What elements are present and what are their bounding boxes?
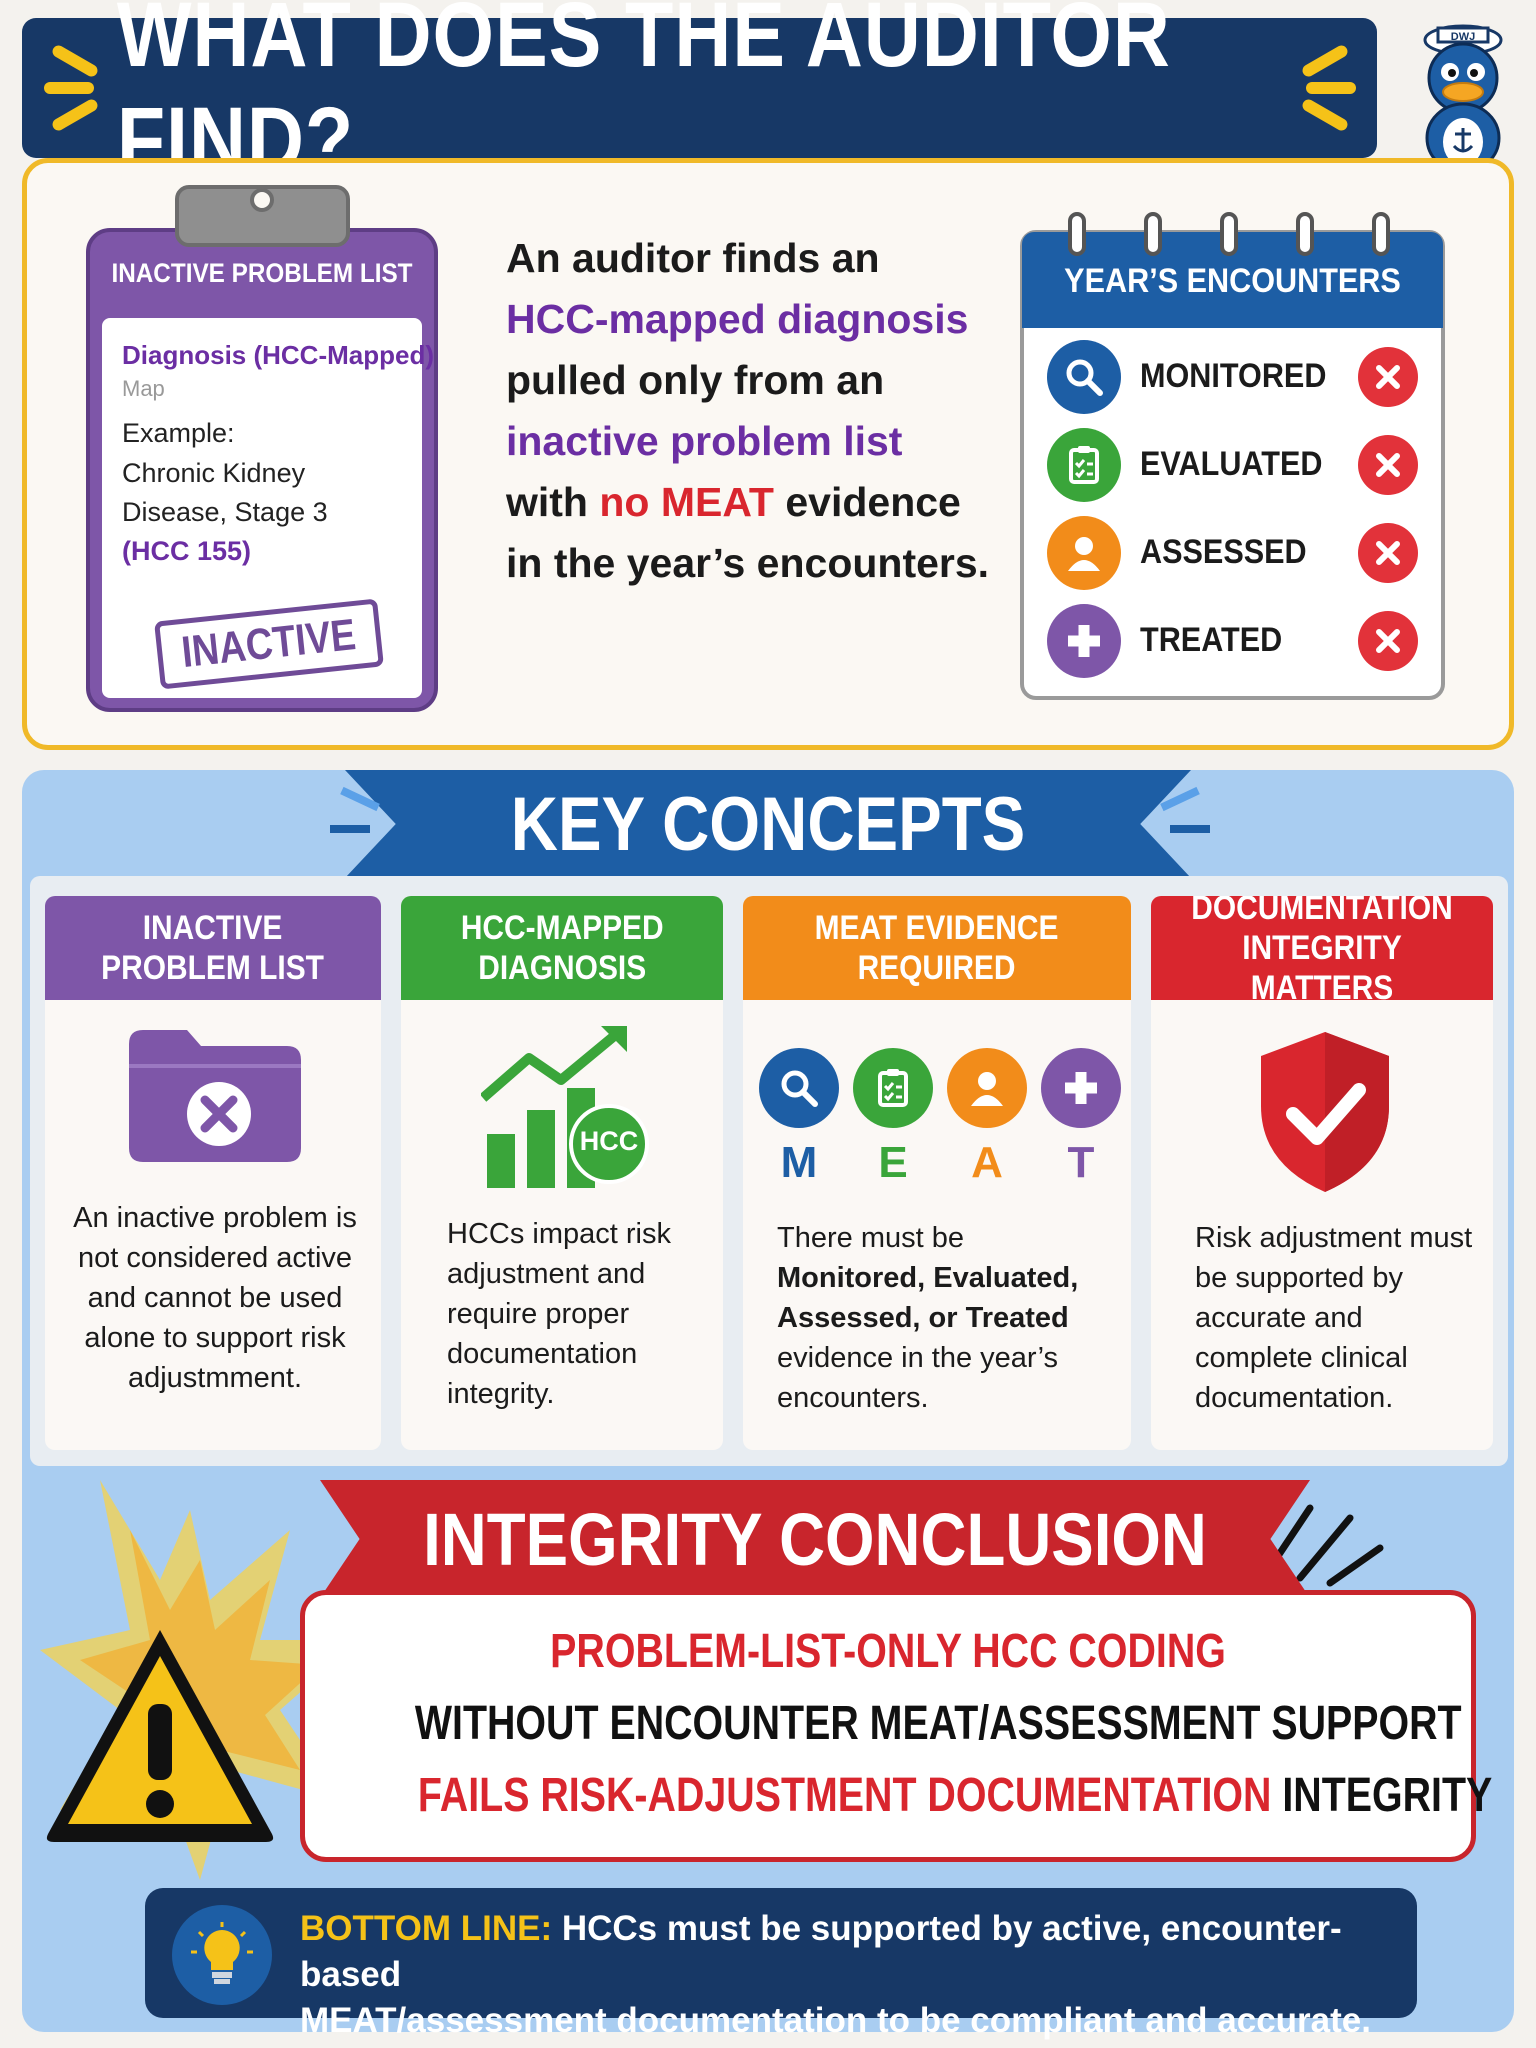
concept-card-text: HCCs impact risk adjustment and require …	[447, 1218, 671, 1410]
concept-card-text: There must be Monitored, Evaluated, Asse…	[777, 1218, 1097, 1418]
clipboard-clip	[175, 185, 350, 247]
clipboard-title: INACTIVE PROBLEM LIST	[111, 258, 413, 288]
concept-card-title: MEAT EVIDENCE REQUIRED	[815, 909, 1059, 987]
concept-card-hcc: HCC-MAPPED DIAGNOSIS HCC HCCs impact ris…	[401, 896, 723, 1450]
x-circle-icon	[1358, 435, 1418, 495]
burst-icon	[330, 825, 370, 833]
bottom-line-text-1: HCCs must be supported by active, encoun…	[300, 1909, 1342, 1994]
bottom-line-text: BOTTOM LINE: HCCs must be supported by a…	[300, 1906, 1400, 2044]
finding-line-1: An auditor finds an	[506, 235, 880, 281]
integrity-conclusion-banner	[320, 1480, 1310, 1598]
meat-text-b: Monitored, Evaluated, Assessed, or Treat…	[777, 1262, 1079, 1334]
calendar-ring-icon	[1372, 212, 1390, 256]
conclusion-line-3-red: FAILS RISK-ADJUSTMENT DOCUMENTATION	[417, 1769, 1272, 1822]
shield-check-icon	[1261, 1032, 1389, 1192]
key-concepts-banner	[345, 770, 1191, 878]
meat-letter-m: M	[780, 1138, 818, 1187]
burst-icon	[1170, 825, 1210, 833]
encounter-monitored: MONITORED	[1140, 357, 1327, 395]
finding-line-3: pulled only from an	[506, 357, 885, 403]
conclusion-line-2: WITHOUT ENCOUNTER MEAT/ASSESSMENT SUPPOR…	[300, 1696, 1476, 1751]
clipboard-example-label: Example:	[122, 418, 235, 448]
finding-line-5: with no MEAT evidence	[506, 472, 996, 533]
clipboard-check-icon	[1047, 428, 1121, 502]
x-circle-icon	[1358, 523, 1418, 583]
clipboard-example-line1: Chronic Kidney	[122, 458, 306, 488]
inactive-stamp-text: INACTIVE	[179, 610, 359, 677]
bottom-line-text-2: MEAT/assessment documentation to be comp…	[300, 2001, 1371, 2040]
plus-icon	[1041, 1048, 1121, 1128]
finding-line-2: HCC-mapped diagnosis	[506, 296, 969, 342]
conclusion-line-1: PROBLEM-LIST-ONLY HCC CODING	[300, 1624, 1476, 1679]
burst-icon	[1306, 82, 1356, 94]
finding-line-5c: evidence	[773, 479, 961, 525]
plus-icon	[1047, 604, 1121, 678]
finding-line-5a: with	[506, 479, 600, 525]
search-icon	[759, 1048, 839, 1128]
person-icon	[947, 1048, 1027, 1128]
bottom-line-label: BOTTOM LINE:	[300, 1909, 553, 1948]
page-title: WHAT DOES THE AUDITOR FIND?	[116, 0, 1171, 191]
x-circle-icon	[1358, 611, 1418, 671]
meat-letter-t: T	[1067, 1138, 1095, 1187]
person-icon	[1047, 516, 1121, 590]
clipboard-map: Map	[122, 376, 165, 401]
conclusion-line-2-text: WITHOUT ENCOUNTER MEAT/ASSESSMENT SUPPOR…	[414, 1697, 1462, 1750]
integrity-conclusion-title: INTEGRITY CONCLUSION	[423, 1497, 1207, 1581]
meat-letter-a: A	[971, 1138, 1003, 1187]
warning-icon	[46, 1630, 274, 1842]
calendar-ring-icon	[1296, 212, 1314, 256]
growth-chart-icon	[481, 1026, 649, 1188]
finding-line-4: inactive problem list	[506, 418, 903, 464]
concept-card-text: An inactive problem is not considered ac…	[73, 1202, 357, 1394]
title-wrap: WHAT DOES THE AUDITOR FIND?	[22, 0, 1377, 191]
finding-line-6: in the year’s encounters.	[506, 540, 990, 586]
concept-card-header: HCC-MAPPED DIAGNOSIS	[401, 896, 723, 1000]
bottom-line-box	[145, 1888, 1417, 2018]
concept-card-header: DOCUMENTATION INTEGRITY MATTERS	[1151, 896, 1493, 1007]
finding-no-meat: no MEAT	[599, 479, 774, 525]
conclusion-line-3-black: INTEGRITY	[1271, 1769, 1493, 1822]
clipboard-paper	[102, 318, 422, 698]
concept-card-header: INACTIVE PROBLEM LIST	[45, 896, 381, 1000]
lightbulb-icon	[172, 1905, 272, 2005]
concept-card-title: DOCUMENTATION INTEGRITY MATTERS	[1191, 896, 1453, 1007]
title-banner	[22, 18, 1377, 158]
calendar-ring-icon	[1144, 212, 1162, 256]
concept-card-header: MEAT EVIDENCE REQUIRED	[743, 896, 1131, 1000]
key-concepts-title: KEY CONCEPTS	[510, 781, 1026, 867]
clipboard-clip-hole	[250, 188, 274, 212]
concept-card-title: INACTIVE PROBLEM LIST	[101, 909, 325, 987]
concept-card-text: Risk adjustment must be supported by acc…	[1195, 1222, 1473, 1414]
burst-icon	[44, 82, 94, 94]
clipboard-check-icon	[853, 1048, 933, 1128]
hcc-badge-text: HCC	[579, 1126, 639, 1156]
encounters-title: YEAR’S ENCOUNTERS	[1064, 262, 1401, 300]
conclusion-line-3: FAILS RISK-ADJUSTMENT DOCUMENTATION INTE…	[300, 1768, 1492, 1823]
encounter-assessed: ASSESSED	[1140, 533, 1307, 571]
conclusion-line-1-text: PROBLEM-LIST-ONLY HCC CODING	[550, 1625, 1226, 1678]
clipboard-hcc-code: (HCC 155)	[122, 536, 252, 566]
integrity-conclusion-box	[300, 1590, 1476, 1862]
search-icon	[1047, 340, 1121, 414]
concept-card-meat: MEAT EVIDENCE REQUIRED M E A T There mus…	[743, 896, 1131, 1450]
calendar-ring-icon	[1068, 212, 1086, 256]
finding-text: An auditor finds an HCC-mapped diagnosis…	[506, 228, 996, 594]
clipboard-diagnosis: Diagnosis (HCC-Mapped)	[122, 340, 434, 370]
clipboard-example-line2: Disease, Stage 3	[122, 497, 328, 527]
mascot-hat-text: DWJ	[1451, 31, 1475, 43]
calendar-ring-icon	[1220, 212, 1238, 256]
meat-text-a: There must be	[777, 1222, 964, 1254]
folder-x-icon	[129, 1030, 301, 1162]
meat-letter-e: E	[878, 1138, 908, 1187]
concept-card-inactive: INACTIVE PROBLEM LIST An inactive proble…	[45, 896, 381, 1450]
encounter-treated: TREATED	[1140, 621, 1283, 659]
concept-card-title: HCC-MAPPED DIAGNOSIS	[460, 909, 664, 987]
meat-text-c: evidence in the year’s encounters.	[777, 1342, 1059, 1414]
encounter-evaluated: EVALUATED	[1140, 445, 1323, 483]
x-circle-icon	[1358, 347, 1418, 407]
concept-card-integrity: DOCUMENTATION INTEGRITY MATTERS Risk adj…	[1151, 896, 1493, 1450]
duck-mascot-icon: DWJ	[1423, 24, 1503, 183]
